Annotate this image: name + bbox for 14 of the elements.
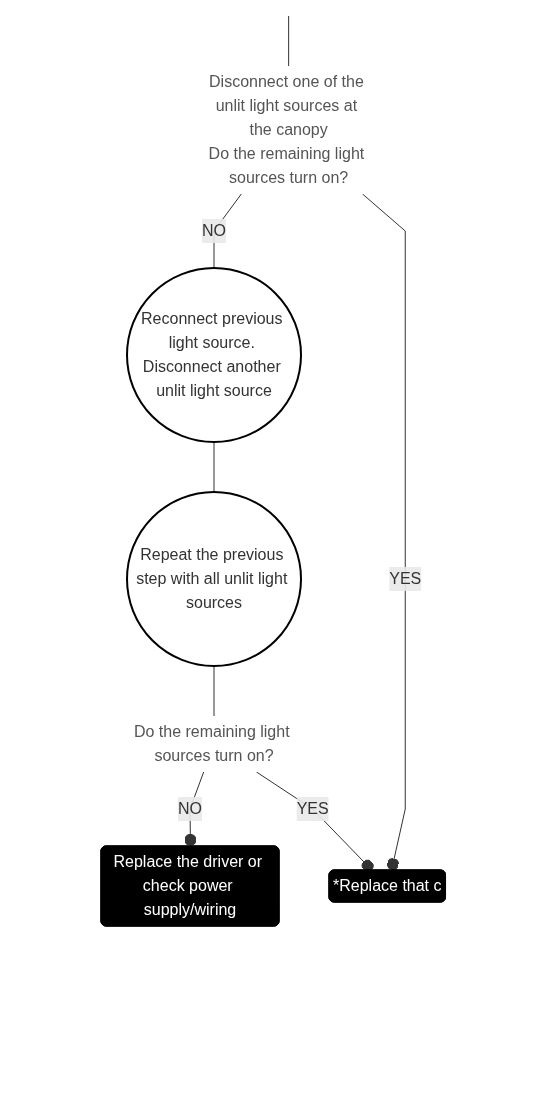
edge-label: NO: [201, 222, 226, 239]
edge-label: NO: [177, 800, 202, 817]
edge-label: YES: [296, 800, 329, 817]
connector: [255, 771, 374, 872]
connector: [213, 665, 215, 717]
node-text: Disconnect one of the unlit light sources at the canopy Do the remaining light sources turn on?: [208, 73, 364, 186]
node-circle: Repeat the previous step with all unlit light sources: [125, 491, 302, 667]
edge-label: YES: [388, 570, 421, 587]
connector: [287, 15, 289, 67]
connector: [213, 441, 215, 493]
connector: [213, 193, 242, 269]
connector: [361, 193, 406, 871]
node-text: Do the remaining light sources turn on?: [133, 723, 290, 764]
node-circle: Reconnect previous light source. Disconnect another unlit light source: [125, 267, 302, 443]
